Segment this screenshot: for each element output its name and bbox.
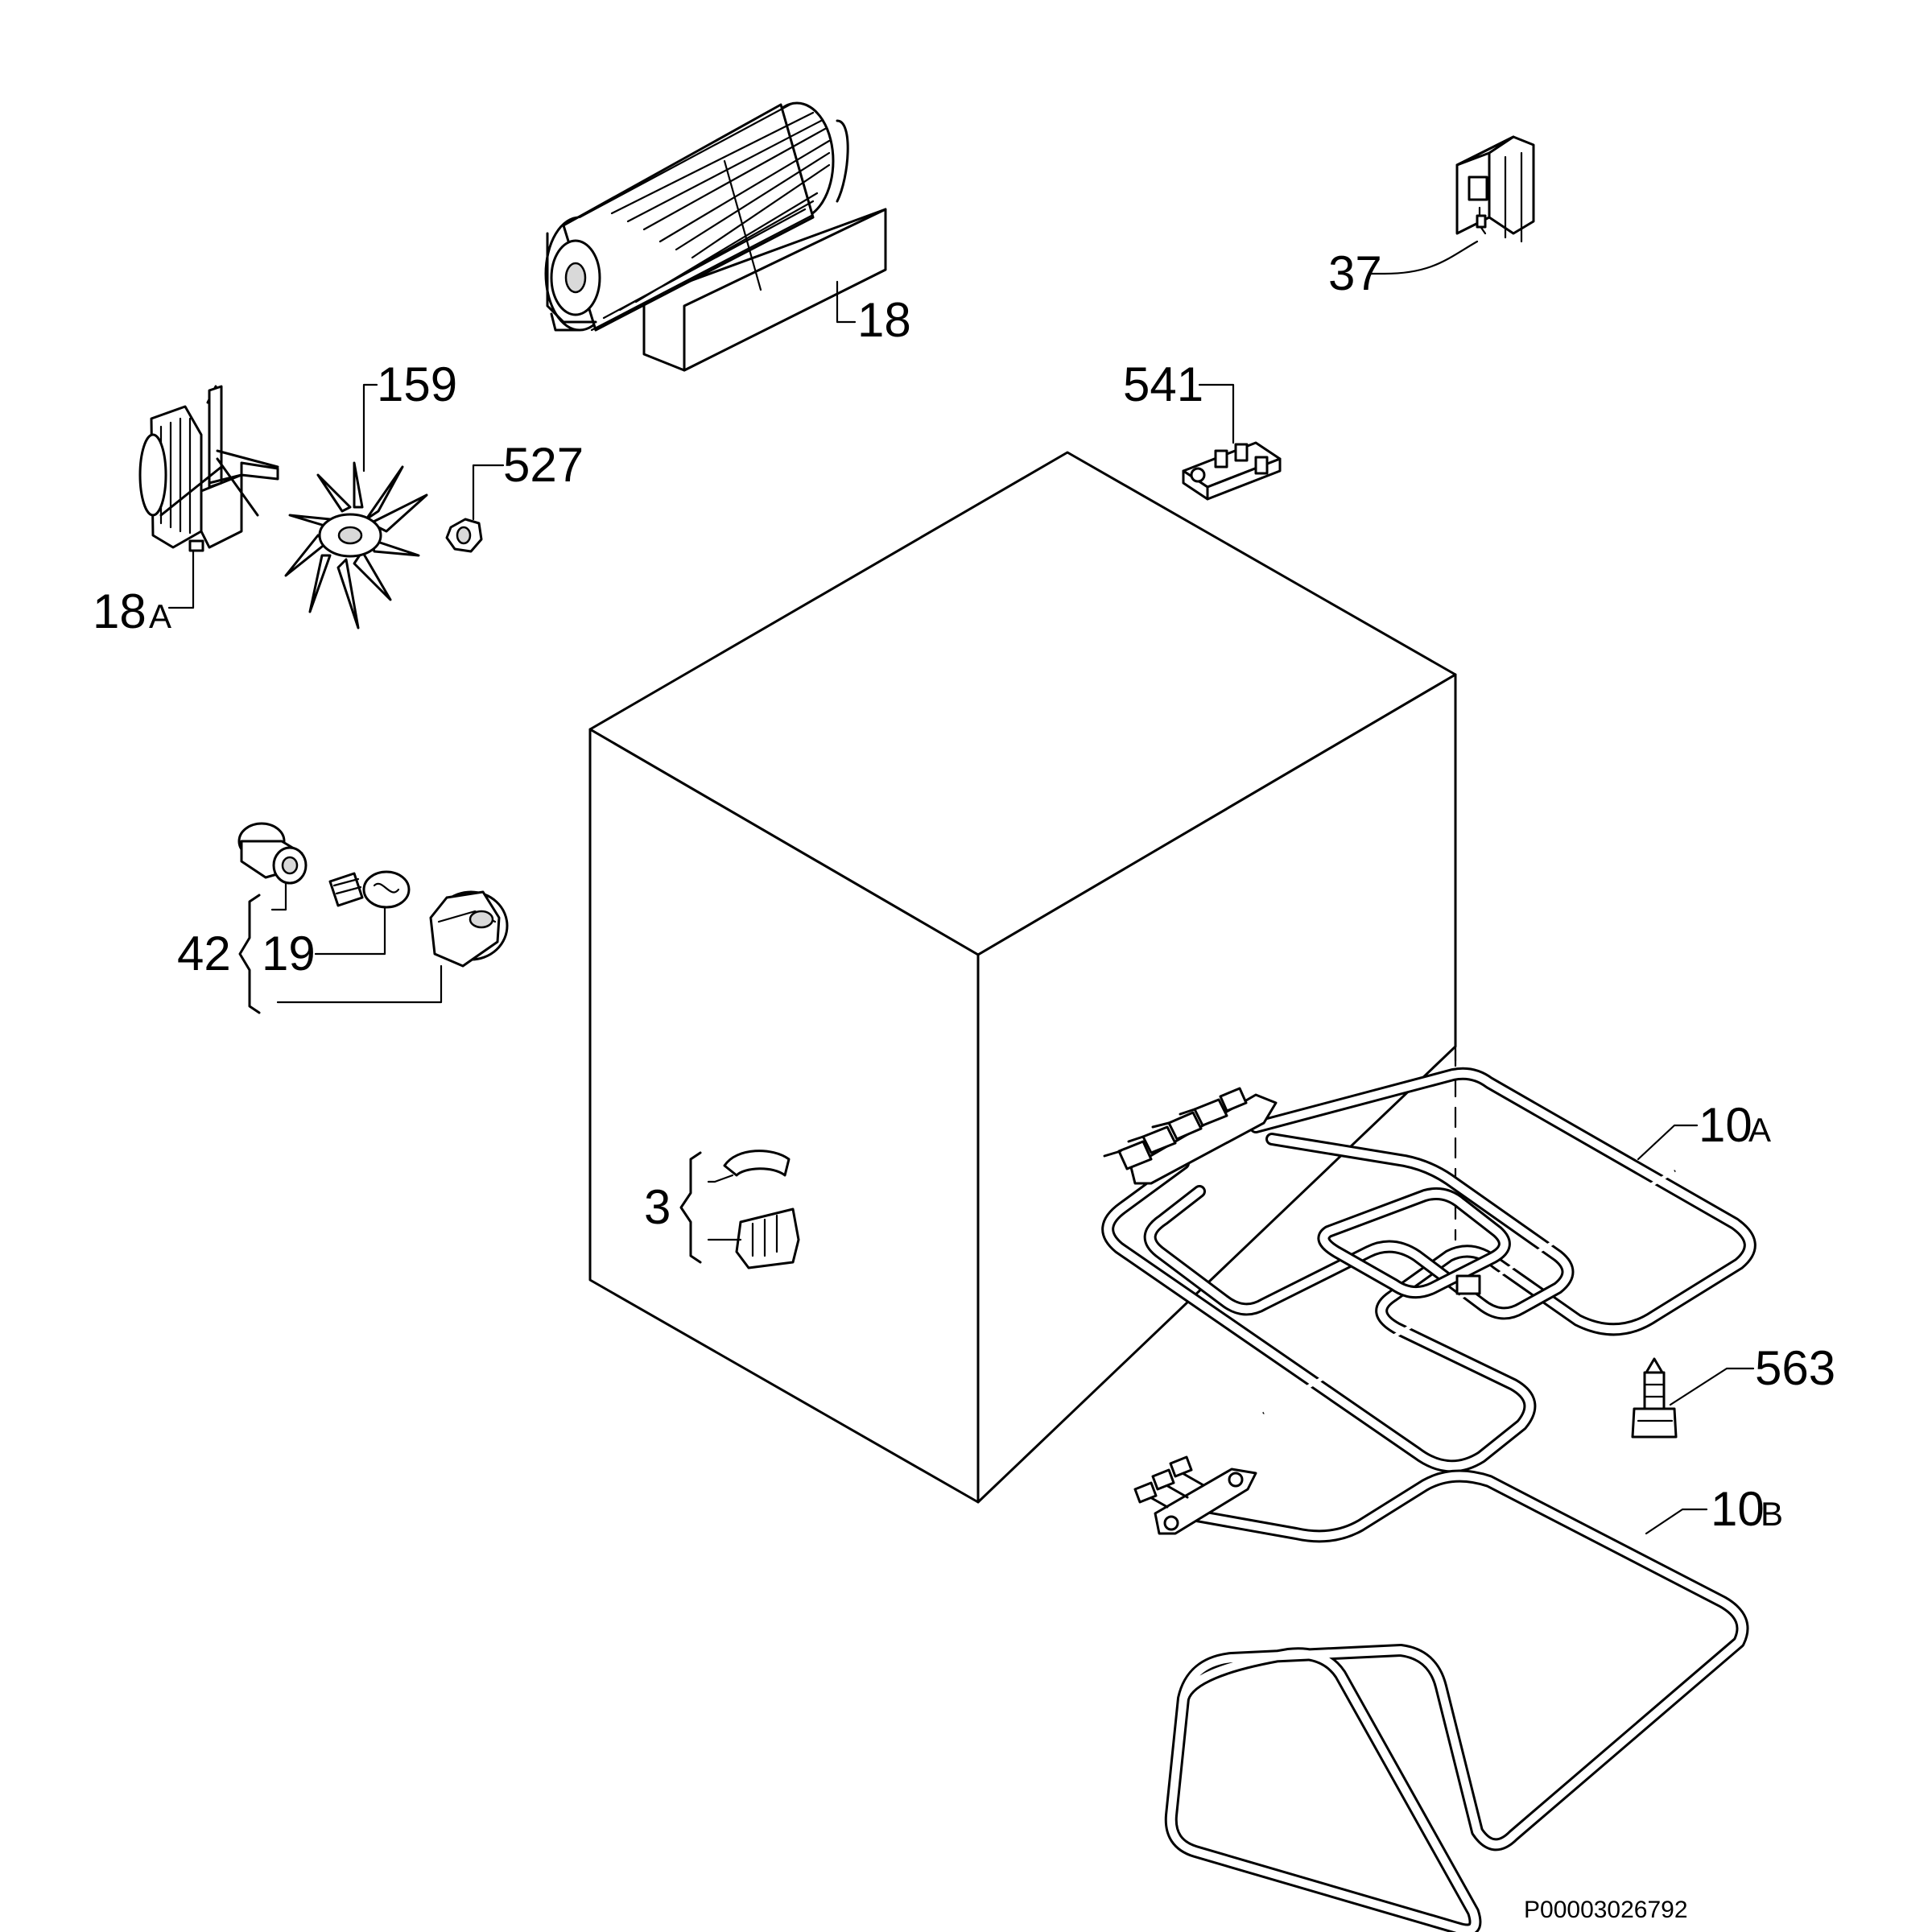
sensor-icon xyxy=(1631,1357,1678,1439)
tangential-fan-cylinder-fan-icon xyxy=(544,101,887,372)
part-label-18a: 18 xyxy=(93,584,147,638)
clip-icon xyxy=(723,1150,800,1269)
part-label-10b: 10 xyxy=(1711,1482,1765,1536)
part-label-527: 527 xyxy=(503,438,584,492)
callout-line-18 xyxy=(836,280,857,324)
bracket-42 xyxy=(238,894,261,1014)
drawing-code: P00003026792 xyxy=(1524,1897,1688,1923)
fan-blade-icon xyxy=(284,461,428,630)
part-label-18: 18 xyxy=(857,293,911,347)
bulb-icon xyxy=(328,870,411,909)
callout-line-37 xyxy=(1367,240,1479,275)
callout-line-18a xyxy=(167,549,195,609)
part-label-37: 37 xyxy=(1328,246,1382,300)
upper-heating-coil-icon xyxy=(1101,1067,1757,1473)
part-label-159: 159 xyxy=(377,357,457,411)
callout-line-10b xyxy=(1645,1508,1708,1535)
oven-cavity-cube-icon xyxy=(588,451,1457,1504)
part-label-42: 42 xyxy=(177,927,231,980)
part-label-10b-suffix: B xyxy=(1761,1495,1783,1533)
fan-motor-icon xyxy=(138,385,279,552)
lamp-holder-icon xyxy=(237,822,308,885)
bracket-3 xyxy=(679,1151,702,1264)
part-label-3: 3 xyxy=(644,1180,671,1234)
part-label-10a-suffix: A xyxy=(1748,1111,1771,1149)
part-label-18a-suffix: A xyxy=(149,597,171,635)
callout-line-527 xyxy=(472,464,505,521)
callout-line-19 xyxy=(314,906,386,956)
part-label-19: 19 xyxy=(262,927,316,980)
callout-line-3-top xyxy=(707,1174,734,1183)
glass-cover-icon xyxy=(429,890,509,968)
part-label-563: 563 xyxy=(1755,1341,1835,1395)
callout-line-541 xyxy=(1198,383,1235,444)
callout-line-42-cover xyxy=(276,964,443,1004)
switch-icon xyxy=(1455,135,1535,243)
terminal-pins-10a xyxy=(1103,1087,1248,1170)
callout-line-42-holder xyxy=(270,881,287,911)
callout-line-563 xyxy=(1669,1367,1755,1406)
part-label-10a: 10 xyxy=(1699,1098,1752,1152)
lower-heating-coil-icon xyxy=(1133,1455,1749,1932)
callout-line-159 xyxy=(362,383,378,473)
callout-line-10a xyxy=(1637,1124,1699,1161)
terminal-block-icon xyxy=(1182,441,1282,501)
hex-nut-icon xyxy=(445,518,483,553)
part-label-541: 541 xyxy=(1123,357,1203,411)
